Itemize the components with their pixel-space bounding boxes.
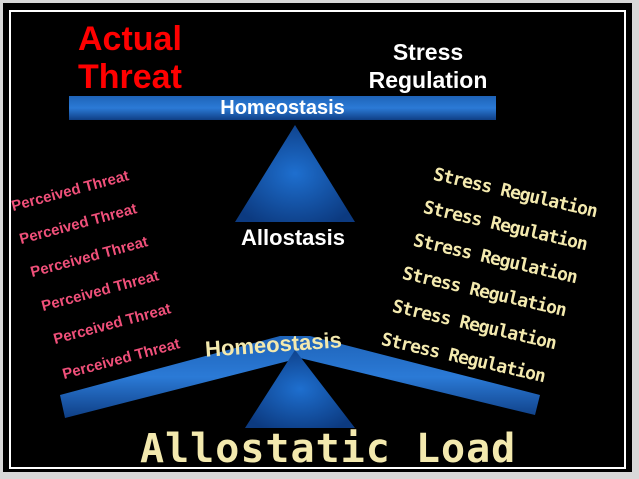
stress-regulation-label: Stress Regulation xyxy=(368,39,488,93)
allostasis-label: Allostasis xyxy=(241,225,345,250)
slide-border xyxy=(9,10,626,469)
allostatic-load-title: Allostatic Load xyxy=(140,426,517,472)
actual-threat-label: Actual Threat xyxy=(78,20,182,96)
homeostasis-label-top: Homeostasis xyxy=(220,97,345,119)
fulcrum-triangle-top xyxy=(235,125,355,222)
homeostasis-bar-bent xyxy=(60,336,540,418)
fulcrum-triangle-bottom xyxy=(245,350,355,428)
homeostasis-bar-balanced xyxy=(69,96,496,120)
